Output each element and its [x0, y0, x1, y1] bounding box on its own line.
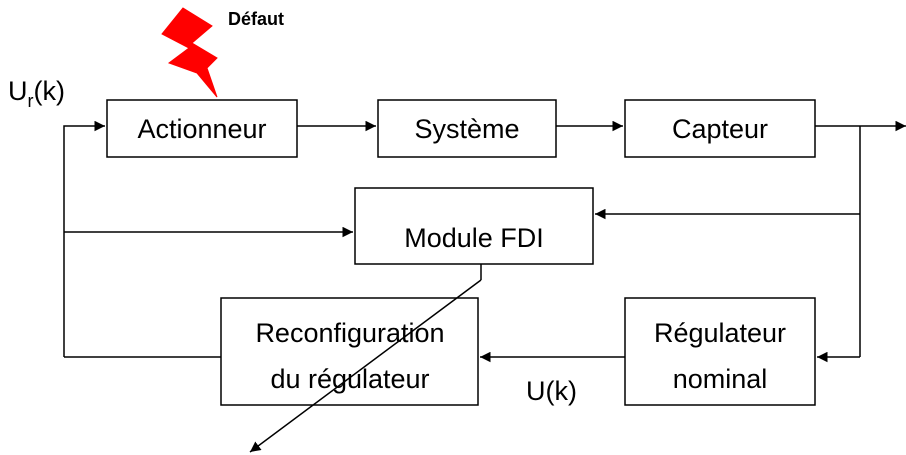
fault-label: Défaut: [228, 9, 284, 29]
control-signal-label: U(k): [526, 376, 577, 406]
block-reconfiguration-label-line1: Reconfiguration: [255, 318, 444, 348]
reference-signal-label: Ur(k): [8, 76, 65, 111]
block-regulateur-nominal-label-line1: Régulateur: [654, 318, 786, 348]
block-actionneur: Actionneur: [106, 99, 298, 158]
arrow-feedback-to-actionneur: [63, 120, 105, 357]
block-regulateur-nominal: Régulateur nominal: [624, 297, 816, 406]
fdi-decision-arrow: [249, 279, 482, 453]
block-module-fdi: Module FDI: [354, 187, 594, 265]
block-capteur: Capteur: [624, 99, 816, 158]
block-module-fdi-label: Module FDI: [404, 223, 544, 253]
block-reconfiguration: Reconfiguration du régulateur: [220, 297, 479, 406]
lightning-bolt-icon: [161, 7, 218, 98]
block-systeme-label: Système: [414, 114, 519, 144]
block-regulateur-nominal-label-line2: nominal: [673, 364, 768, 394]
block-systeme: Système: [377, 99, 557, 158]
block-reconfiguration-label-line2: du régulateur: [270, 364, 429, 394]
block-capteur-label: Capteur: [672, 114, 768, 144]
block-actionneur-label: Actionneur: [137, 114, 266, 144]
